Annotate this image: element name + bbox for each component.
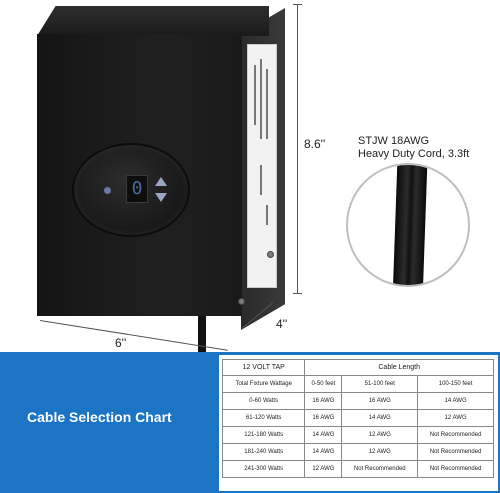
column-header: Total Fixture Wattage bbox=[221, 375, 306, 393]
transformer-lid bbox=[37, 6, 269, 36]
table-cell: 16 AWG bbox=[304, 392, 343, 410]
table-cell: 14 AWG bbox=[304, 443, 343, 461]
cord-closeup-image bbox=[392, 165, 428, 285]
table-cell: Not Recommended bbox=[417, 426, 494, 444]
table-cell: Not Recommended bbox=[341, 460, 419, 478]
table-row: 0-60 Watts 16 AWG 16 AWG 14 AWG bbox=[221, 392, 494, 410]
table-cell: 16 AWG bbox=[341, 392, 419, 410]
width-label: 6'' bbox=[115, 336, 127, 350]
column-header: 0-50 feet bbox=[304, 375, 343, 393]
power-cord bbox=[198, 316, 206, 356]
table-cell: 14 AWG bbox=[304, 426, 343, 444]
cord-spec-line1: STJW 18AWG bbox=[358, 135, 430, 147]
table-cell: 12 AWG bbox=[304, 460, 343, 478]
table-cell: Not Recommended bbox=[417, 443, 494, 461]
table-cell: 241-300 Watts bbox=[221, 460, 306, 478]
table-row: 181-240 Watts 14 AWG 12 AWG Not Recommen… bbox=[221, 443, 494, 461]
cord-closeup bbox=[346, 163, 470, 287]
table-cell: 0-60 Watts bbox=[221, 392, 306, 410]
banner-title: Cable Selection Chart bbox=[27, 409, 172, 425]
height-label: 8.6'' bbox=[304, 137, 326, 151]
cord-spec: STJW 18AWG Heavy Duty Cord, 3.3ft bbox=[358, 135, 469, 161]
table-cell: 16 AWG bbox=[304, 409, 343, 427]
table-cell: 12 AWG bbox=[341, 426, 419, 444]
cord-spec-line2: Heavy Duty Cord, 3.3ft bbox=[358, 148, 470, 160]
depth-label: 4'' bbox=[276, 317, 288, 331]
table-cell: 12 AWG bbox=[417, 409, 494, 427]
arrow-down-icon bbox=[155, 193, 167, 202]
length-header: Cable Length bbox=[304, 359, 494, 376]
table-cell: 181-240 Watts bbox=[221, 443, 306, 461]
height-dimension-line bbox=[297, 4, 298, 294]
column-header: 100-150 feet bbox=[417, 375, 494, 393]
column-headers: Total Fixture Wattage 0-50 feet 51-100 f… bbox=[221, 375, 494, 393]
cable-chart-card: 12 VOLT TAP Cable Length Total Fixture W… bbox=[219, 355, 498, 491]
table-row: 121-180 Watts 14 AWG 12 AWG Not Recommen… bbox=[221, 426, 494, 444]
table-row: 61-120 Watts 16 AWG 14 AWG 12 AWG bbox=[221, 409, 494, 427]
column-header: 51-100 feet bbox=[341, 375, 419, 393]
screw bbox=[238, 298, 245, 305]
arrow-up-icon bbox=[155, 177, 167, 186]
cable-chart-table: 12 VOLT TAP Cable Length Total Fixture W… bbox=[221, 359, 494, 478]
table-cell: 12 AWG bbox=[341, 443, 419, 461]
status-led bbox=[104, 187, 111, 194]
timer-display: 0 bbox=[126, 175, 148, 203]
tap-label: 12 VOLT TAP bbox=[221, 359, 306, 376]
table-cell: 121-180 Watts bbox=[221, 426, 306, 444]
table-cell: 14 AWG bbox=[417, 392, 494, 410]
screw bbox=[267, 251, 274, 258]
product-image: 0 8.6'' 6'' 4'' STJW 18AWG Heavy Duty Co… bbox=[37, 4, 470, 356]
control-panel: 0 bbox=[72, 143, 190, 237]
table-row: 241-300 Watts 12 AWG Not Recommended Not… bbox=[221, 460, 494, 478]
side-label bbox=[247, 44, 277, 288]
adjust-arrows bbox=[154, 173, 168, 207]
table-cell: 14 AWG bbox=[341, 409, 419, 427]
table-cell: 61-120 Watts bbox=[221, 409, 306, 427]
table-cell: Not Recommended bbox=[417, 460, 494, 478]
